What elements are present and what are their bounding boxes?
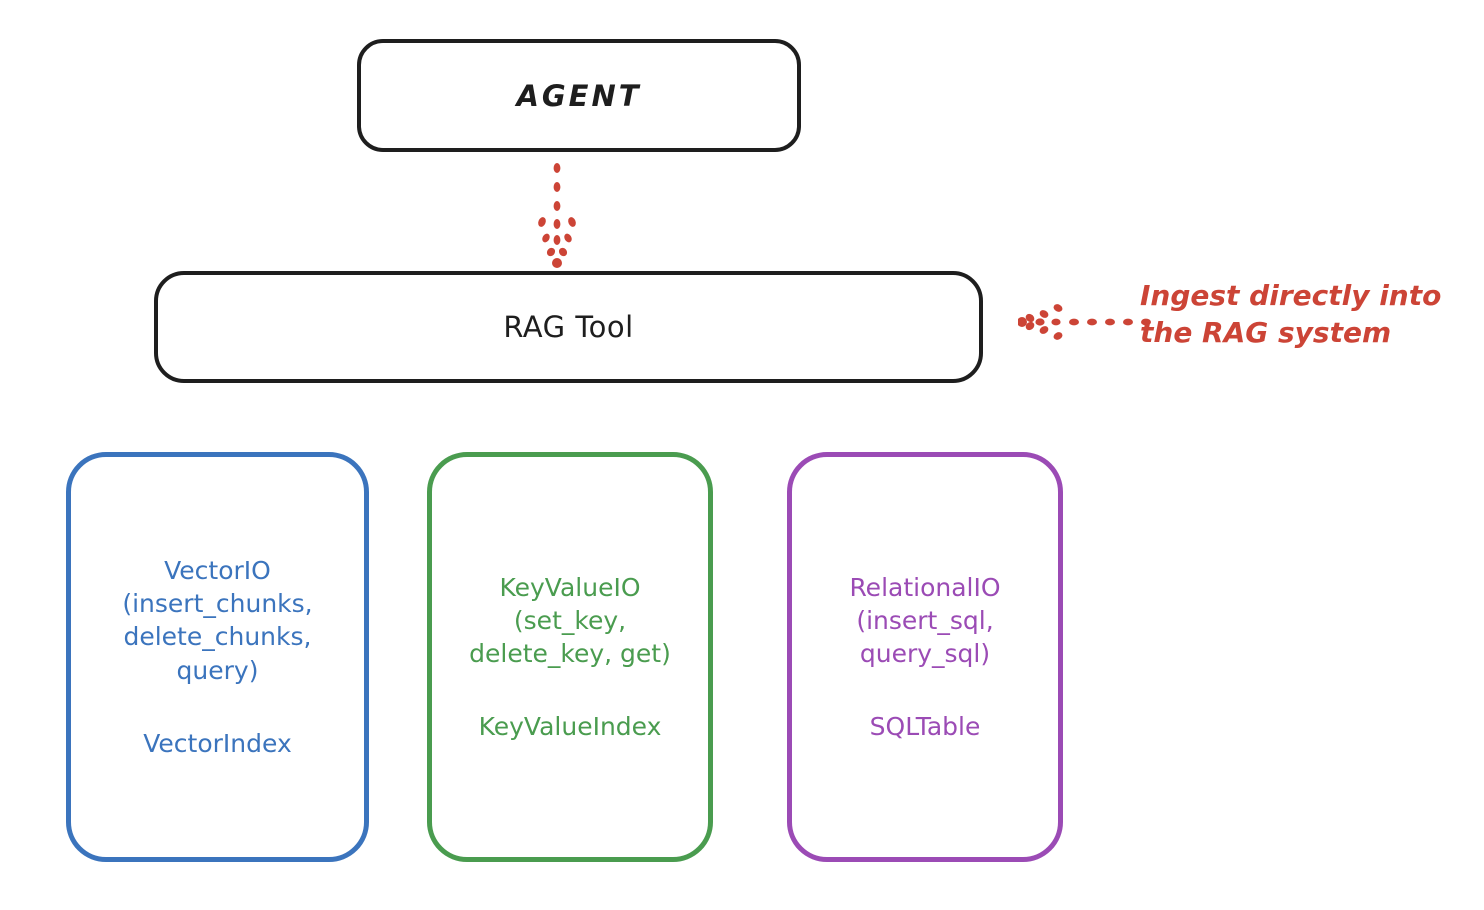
- node-key-value-io[interactable]: KeyValueIO (set_key, delete_key, get) Ke…: [427, 452, 713, 862]
- node-agent-label: AGENT: [516, 78, 642, 113]
- connector-ingest-to-rag-tool-icon: [1018, 304, 1151, 340]
- node-vector-io-index: VectorIndex: [143, 728, 292, 758]
- node-agent[interactable]: AGENT: [357, 39, 801, 152]
- node-vector-io[interactable]: VectorIO (insert_chunks, delete_chunks, …: [66, 452, 369, 862]
- annotation-ingest-text: Ingest directly into the RAG system: [1140, 279, 1442, 349]
- node-key-value-io-index: KeyValueIndex: [478, 712, 662, 742]
- node-relational-io-table: SQLTable: [869, 712, 981, 742]
- node-vector-io-methods: VectorIO (insert_chunks, delete_chunks, …: [122, 555, 313, 685]
- node-relational-io[interactable]: RelationalIO (insert_sql, query_sql) SQL…: [787, 452, 1063, 862]
- connector-agent-to-rag-tool-icon: [538, 163, 576, 268]
- node-rag-tool[interactable]: RAG Tool: [154, 271, 983, 383]
- node-relational-io-methods: RelationalIO (insert_sql, query_sql): [849, 572, 1001, 669]
- node-key-value-io-methods: KeyValueIO (set_key, delete_key, get): [469, 572, 671, 669]
- node-rag-tool-label: RAG Tool: [503, 310, 634, 344]
